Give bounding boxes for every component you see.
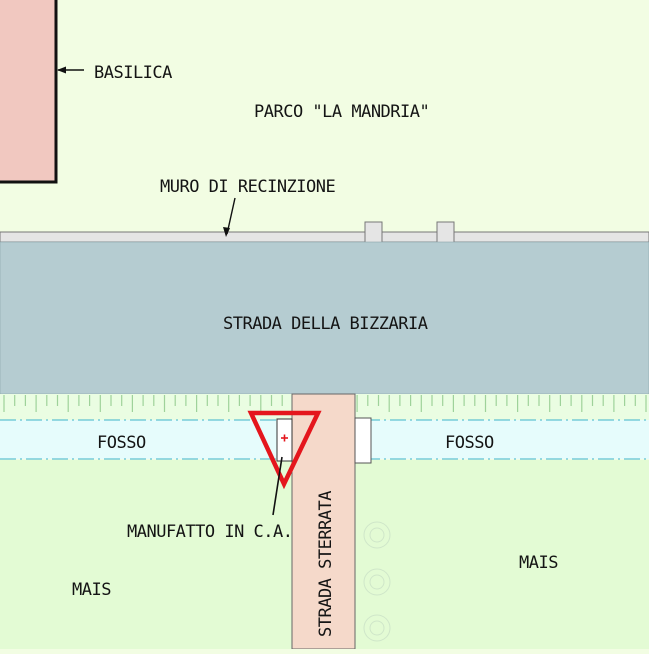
label-manufatto: MANUFATTO IN C.A. bbox=[127, 522, 293, 542]
wall-leader-arrow bbox=[223, 197, 236, 237]
label-mais-right: MAIS bbox=[519, 553, 558, 573]
label-basilica: BASILICA bbox=[94, 63, 172, 83]
label-strada-bizzaria: STRADA DELLA BIZZARIA bbox=[223, 314, 428, 334]
label-mais-left: MAIS bbox=[72, 580, 111, 600]
label-parco: PARCO "LA MANDRIA" bbox=[254, 102, 429, 122]
label-fosso-left: FOSSO bbox=[97, 433, 146, 453]
warning-triangle-marker bbox=[247, 410, 322, 490]
red-cross-icon bbox=[281, 434, 288, 442]
label-strada-sterrata: STRADA STERRATA bbox=[316, 491, 336, 637]
culvert-headwall bbox=[354, 417, 372, 464]
park-area bbox=[0, 0, 649, 232]
label-muro: MURO DI RECINZIONE bbox=[160, 177, 335, 197]
tree-symbols bbox=[363, 521, 391, 642]
basilica-building bbox=[0, 0, 58, 184]
manufatto-leader-line bbox=[272, 456, 283, 516]
strada-della-bizzaria bbox=[0, 241, 649, 395]
strada-sterrata bbox=[291, 393, 356, 650]
perimeter-wall bbox=[0, 231, 649, 243]
basilica-leader-arrow bbox=[57, 66, 84, 74]
label-fosso-right: FOSSO bbox=[445, 433, 494, 453]
